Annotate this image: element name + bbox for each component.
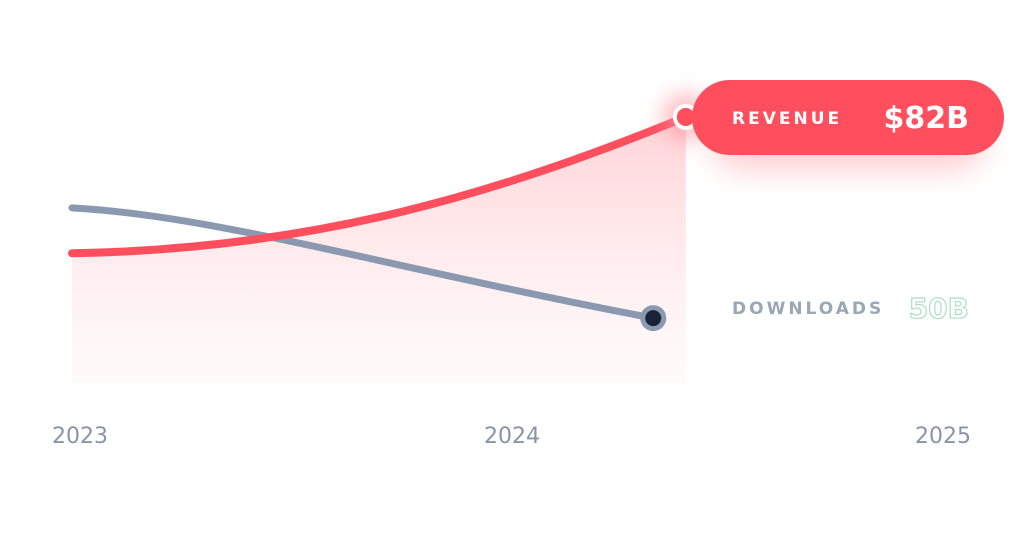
revenue-line — [68, 113, 690, 258]
downloads-label: DOWNLOADS — [732, 299, 884, 319]
revenue-pill — [692, 80, 1004, 155]
downloads-end-marker — [645, 310, 662, 327]
revenue-end-marker — [676, 108, 695, 126]
x-tick-label-2025: 2025 — [915, 424, 971, 449]
downloads-value: 50B — [909, 292, 969, 325]
x-tick-label-2023: 2023 — [52, 424, 108, 449]
revenue-value: $82B — [884, 101, 970, 136]
revenue-label: REVENUE — [732, 109, 842, 129]
downloads-line — [68, 204, 657, 322]
x-tick-label-2024: 2024 — [484, 424, 540, 449]
revenue-area-fill — [72, 117, 686, 383]
